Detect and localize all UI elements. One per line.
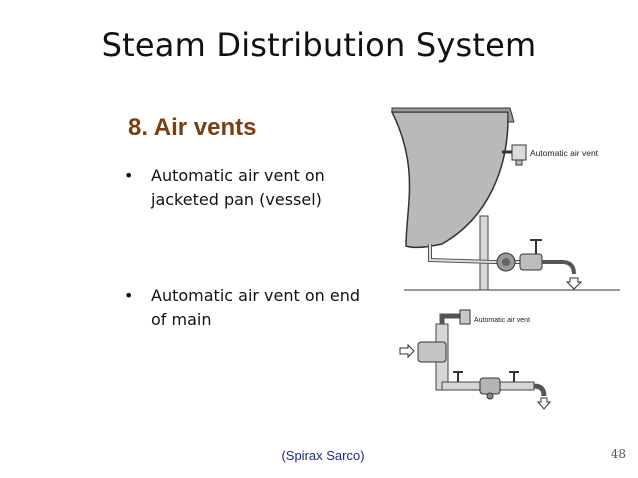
bullet-marker: • [124, 286, 134, 305]
bullet-text: Automatic air vent on end of main [151, 286, 361, 329]
section-heading: 8. Air vents [128, 114, 257, 141]
source-citation: (Spirax Sarco) [281, 448, 365, 463]
page-number: 48 [610, 447, 626, 461]
bullet-marker: • [124, 166, 134, 185]
end-of-main-diagram: Automatic air vent [399, 309, 552, 410]
figure-label: Automatic air vent [530, 148, 599, 158]
figure-label: Automatic air vent [474, 317, 530, 324]
jacketed-pan-diagram: Automatic air vent [390, 107, 620, 291]
slide-title: Steam Distribution System [101, 26, 537, 64]
bullet-text: Automatic air vent on jacketed pan (vess… [151, 166, 325, 209]
